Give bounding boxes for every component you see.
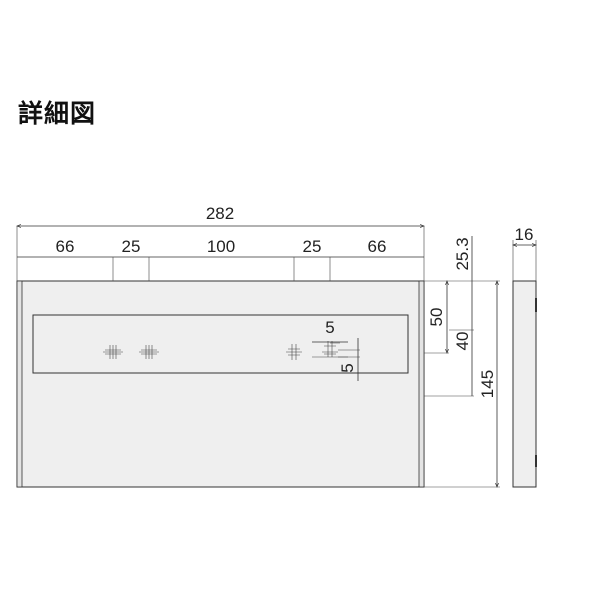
dim-left-margin: 66 [56, 237, 75, 256]
front-panel [16, 280, 425, 488]
dim-hole-pitch-left: 25 [122, 237, 141, 256]
dim-hole-width: 5 [325, 318, 334, 337]
dim-center-gap: 100 [207, 237, 235, 256]
dim-depth: 16 [515, 225, 534, 244]
hole-2 [139, 345, 159, 359]
mounting-holes [103, 341, 338, 360]
dim-hole-height: 5 [338, 363, 357, 372]
dim-slot-offset: 50 [427, 308, 446, 327]
inner-slot [32, 314, 409, 374]
dim-overall-width: 282 [206, 204, 234, 223]
right-dimensions: 50 25.3 40 145 [424, 236, 500, 487]
right-edge-strip [418, 280, 425, 488]
side-view: 16 [513, 225, 537, 488]
dim-right-margin: 66 [368, 237, 387, 256]
dim-top-offset: 25.3 [453, 237, 472, 270]
hole-size-dimensions: 5 5 [312, 318, 360, 381]
dim-slot-height: 40 [453, 332, 472, 351]
dim-overall-height: 145 [478, 370, 497, 398]
hole-3 [286, 344, 302, 360]
hole-1 [103, 345, 123, 359]
dim-hole-pitch-right: 25 [303, 237, 322, 256]
top-dimensions: 282 66 25 100 25 66 [17, 204, 424, 281]
left-edge-strip [16, 280, 23, 488]
drawing-title: 詳細図 [18, 99, 97, 128]
hole-4 [322, 341, 338, 357]
